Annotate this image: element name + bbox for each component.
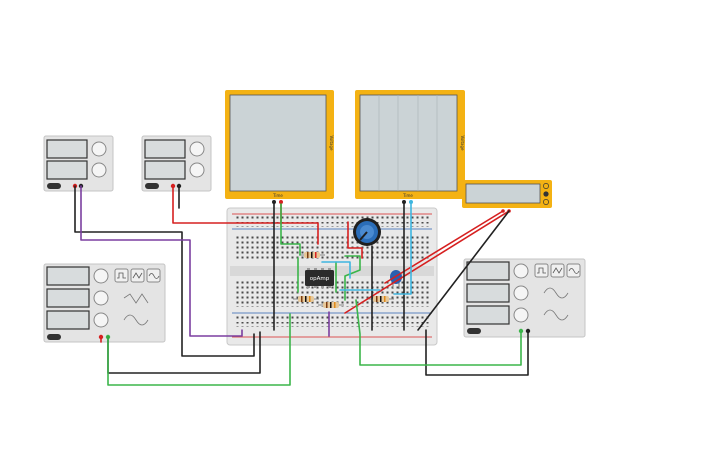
power-supply-2-voltage-knob-icon[interactable] [189,141,205,157]
multimeter-mode-current-icon[interactable] [543,191,549,197]
resistor-1[interactable] [299,252,325,258]
wire-red-pot[interactable] [347,221,363,259]
multimeter[interactable] [462,180,552,213]
power-supply-2-display-2 [144,160,186,180]
function-generator-2-display-1 [466,261,510,281]
multimeter-display [465,183,541,204]
wire-cyan-opamp-input[interactable] [321,261,351,279]
multimeter-mode-resistance-icon[interactable] [543,199,549,205]
power-supply-1-display-2 [46,160,88,180]
oscilloscope-right[interactable]: Time Voltage [355,90,465,204]
function-generator-1-waveform-preview-1 [123,293,149,304]
function-generator-2-offset-knob-icon[interactable] [513,307,529,323]
wire-green-feedback[interactable] [344,255,361,301]
resistor-3[interactable] [318,302,344,308]
function-generator-1-display-3 [46,310,90,330]
function-generator-1-frequency-knob-icon[interactable] [93,268,109,284]
potentiometer[interactable] [353,218,381,246]
function-generator-1-offset-knob-icon[interactable] [93,312,109,328]
function-generator-2-display-2 [466,283,510,303]
function-generator-2-display-3 [466,305,510,325]
wire-green-fg2-signal[interactable] [355,299,522,366]
oscilloscope-left-time-label: Time [272,193,283,198]
wire-green-scope-left-probe[interactable] [280,203,301,256]
wire-green-fg1-signal[interactable] [107,313,291,386]
function-generator-2[interactable] [463,258,586,338]
power-supply-1-voltage-knob-icon[interactable] [91,141,107,157]
function-generator-1-display-1 [46,266,90,286]
wire-black-fg2-ground[interactable] [425,329,529,376]
multimeter-mode-voltage-icon[interactable] [543,183,549,189]
oscilloscope-right-time-label: Time [402,193,413,198]
function-generator-2-amplitude-knob-icon[interactable] [513,285,529,301]
opamp-chip[interactable]: opAmp [305,268,334,288]
power-supply-2-current-knob-icon[interactable] [189,162,205,178]
function-generator-1-waveform-preview-2 [123,314,149,326]
function-generator-2-frequency-knob-icon[interactable] [513,263,529,279]
wire-cyan-scope-right-probe[interactable] [393,201,412,295]
power-supply-1-current-knob-icon[interactable] [91,162,107,178]
oscilloscope-left[interactable]: Time Voltage [225,90,334,204]
power-supply-1[interactable] [43,135,114,192]
power-supply-2[interactable] [141,135,212,192]
power-supply-2-power-switch-icon[interactable] [145,183,159,189]
function-generator-2-power-switch-icon[interactable] [467,328,481,334]
function-generator-2-square-wave-icon[interactable] [534,263,549,278]
opamp-label: opAmp [310,276,330,282]
wire-black-ps1-ground[interactable] [74,185,255,357]
resistor-2[interactable] [293,296,319,302]
wire-purple-ps1-negative[interactable] [80,185,243,337]
function-generator-2-waveform-preview-1 [543,287,569,299]
oscilloscope-right-screen [359,94,458,192]
function-generator-1-power-switch-icon[interactable] [47,334,61,340]
power-supply-1-power-switch-icon[interactable] [47,183,61,189]
wire-red-ps2-to-rail[interactable] [172,185,319,245]
power-supply-1-display-1 [46,139,88,159]
function-generator-1-square-wave-icon[interactable] [114,268,129,283]
function-generator-1[interactable] [43,263,166,343]
oscilloscope-left-screen [229,94,327,192]
function-generator-2-waveform-preview-2 [543,309,569,321]
power-supply-2-display-1 [144,139,186,159]
oscilloscope-right-voltage-label: Voltage [460,135,465,151]
wire-black-meter-ground[interactable] [417,210,510,331]
oscilloscope-left-voltage-label: Voltage [329,135,334,151]
function-generator-1-amplitude-knob-icon[interactable] [93,290,109,306]
function-generator-1-display-2 [46,288,90,308]
